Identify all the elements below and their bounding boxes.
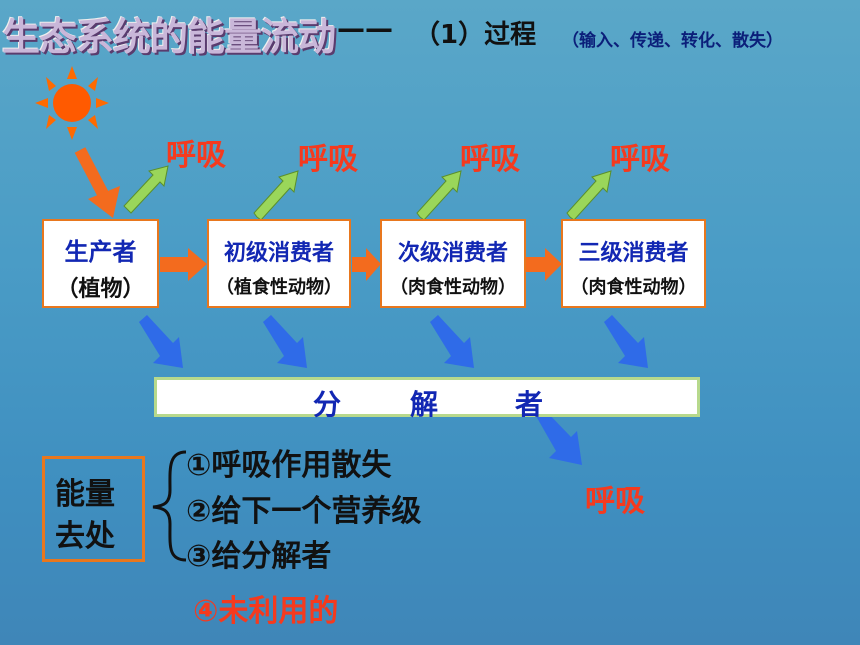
box-secondary-consumer: 次级消费者 （肉食性动物）: [380, 219, 526, 308]
box-subtitle: （肉食性动物）: [570, 277, 697, 298]
decomposer-char-1: 分: [313, 388, 342, 421]
box-producer: 生产者 （植物）: [42, 219, 159, 308]
decomposer-char-2: 解: [410, 388, 439, 421]
destination-item-4: ④未利用的: [193, 594, 339, 629]
box-title: 生产者: [64, 238, 137, 266]
box-subtitle: （植食性动物）: [216, 277, 342, 298]
transfer-arrow-1: [160, 248, 207, 281]
decomposer-char-3: 者: [515, 388, 544, 421]
page-title: 生态系统的能量流动: [2, 15, 336, 59]
respiration-arrow-2: [253, 170, 299, 221]
box-title: 三级消费者: [578, 241, 689, 266]
destination-item-2: ②给下一个营养级: [186, 494, 422, 529]
destination-item-3: ③给分解者: [186, 539, 332, 574]
box-subtitle: （植物）: [56, 277, 145, 302]
subtitle-note: （输入、传递、转化、散失）: [562, 31, 783, 51]
sun-to-producer-arrow: [74, 147, 120, 218]
transfer-arrow-3: [526, 248, 562, 281]
respiration-arrow-4: [566, 170, 612, 221]
energy-destination-box: 能量 去处: [42, 456, 145, 562]
energy-label-line2: 去处: [55, 519, 115, 554]
respiration-label-3: 呼吸: [460, 142, 520, 177]
box-primary-consumer: 初级消费者 （植食性动物）: [207, 219, 351, 308]
respiration-label-decomposer: 呼吸: [585, 484, 645, 519]
box-title: 次级消费者: [397, 241, 508, 266]
energy-label-line1: 能量: [55, 477, 115, 512]
destination-item-1: ①呼吸作用散失: [186, 448, 392, 483]
decomposer-box: 分 解 者: [154, 377, 700, 421]
respiration-arrow-1: [123, 165, 169, 214]
respiration-label-4: 呼吸: [610, 142, 670, 177]
decomposer-respiration-arrow: [536, 409, 582, 465]
box-tertiary-consumer: 三级消费者 （肉食性动物）: [561, 219, 706, 308]
respiration-label-1: 呼吸: [166, 138, 226, 173]
decomposition-arrow-3: [430, 315, 474, 368]
box-subtitle: （肉食性动物）: [390, 277, 516, 298]
decomposition-arrow-4: [604, 315, 648, 368]
decomposition-arrow-2: [263, 315, 307, 368]
transfer-arrow-2: [352, 248, 381, 281]
section-subtitle: （1）过程: [414, 20, 537, 50]
respiration-label-2: 呼吸: [298, 142, 358, 177]
sun-icon: [35, 66, 109, 140]
decomposition-arrow-1: [139, 315, 183, 368]
title-dash: ——: [337, 12, 393, 45]
respiration-arrow-3: [416, 170, 462, 221]
brace: [152, 450, 187, 562]
box-title: 初级消费者: [223, 241, 334, 266]
